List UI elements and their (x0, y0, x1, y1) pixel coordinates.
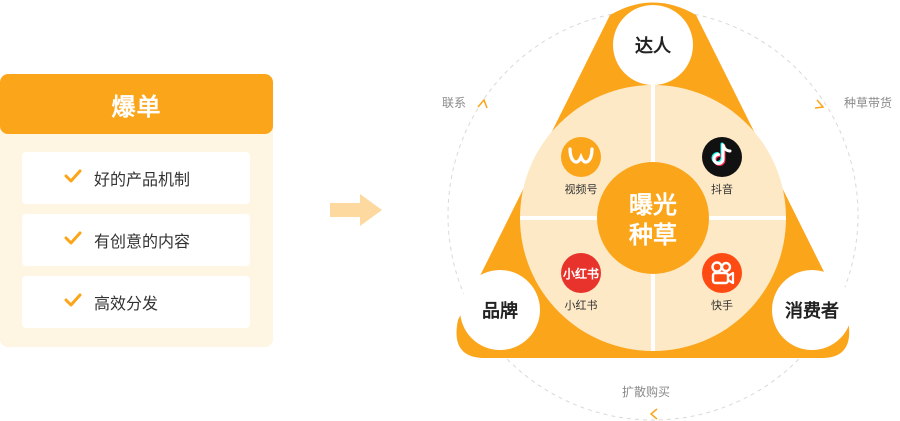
edge-label-left: 联系 (442, 96, 467, 110)
channels-icon (561, 137, 601, 177)
kuaishou-icon (702, 253, 742, 293)
feature-label: 高效分发 (94, 294, 159, 313)
top-node-circle (613, 5, 693, 85)
center-line-2: 种草 (629, 221, 677, 249)
feature-item: 高效分发 (22, 276, 250, 328)
burst-orders-card: 爆单 好的产品机制 有创意的内容 高效分发 (0, 74, 273, 347)
edge-label-bottom: 扩散购买 (622, 385, 671, 399)
check-icon (64, 293, 82, 307)
edge-arrow-icon (814, 99, 825, 109)
feature-item: 好的产品机制 (22, 152, 250, 204)
card-title: 爆单 (0, 74, 273, 134)
app-name: 小红书 (564, 299, 598, 312)
edge-arrow-icon (649, 408, 658, 420)
app-channels: 视频号 (546, 137, 616, 197)
right-arrow-icon (330, 194, 382, 226)
node-top-label: 达人 (635, 36, 671, 57)
node-right-label: 消费者 (785, 301, 839, 322)
app-xiaohongshu: 小红书 小红书 (546, 253, 616, 313)
center-label: 曝光 种草 (603, 190, 703, 250)
app-name: 快手 (711, 299, 733, 312)
check-icon (64, 231, 82, 245)
feature-label: 好的产品机制 (94, 170, 191, 189)
node-left-label: 品牌 (482, 301, 518, 322)
app-douyin: 抖音 (687, 137, 757, 197)
right-node-circle (772, 270, 852, 350)
app-kuaishou: 快手 (687, 253, 757, 313)
douyin-icon (702, 137, 742, 177)
check-icon (64, 169, 82, 183)
left-node-circle (460, 270, 540, 350)
app-name: 视频号 (564, 183, 598, 196)
center-line-1: 曝光 (629, 191, 677, 219)
feature-item: 有创意的内容 (22, 214, 250, 266)
edge-label-right: 种草带货 (844, 96, 893, 110)
xiaohongshu-icon: 小红书 (561, 253, 601, 293)
feature-label: 有创意的内容 (94, 232, 191, 251)
outer-dashed-circle (447, 9, 859, 421)
ecosystem-diagram: 联系 种草带货 扩散购买 达人 品牌 消费者 曝光 种草 视频号 抖音 小红书 … (430, 0, 900, 421)
app-name: 抖音 (711, 183, 733, 196)
edge-arrow-icon (477, 98, 488, 109)
center-circle (597, 162, 709, 274)
